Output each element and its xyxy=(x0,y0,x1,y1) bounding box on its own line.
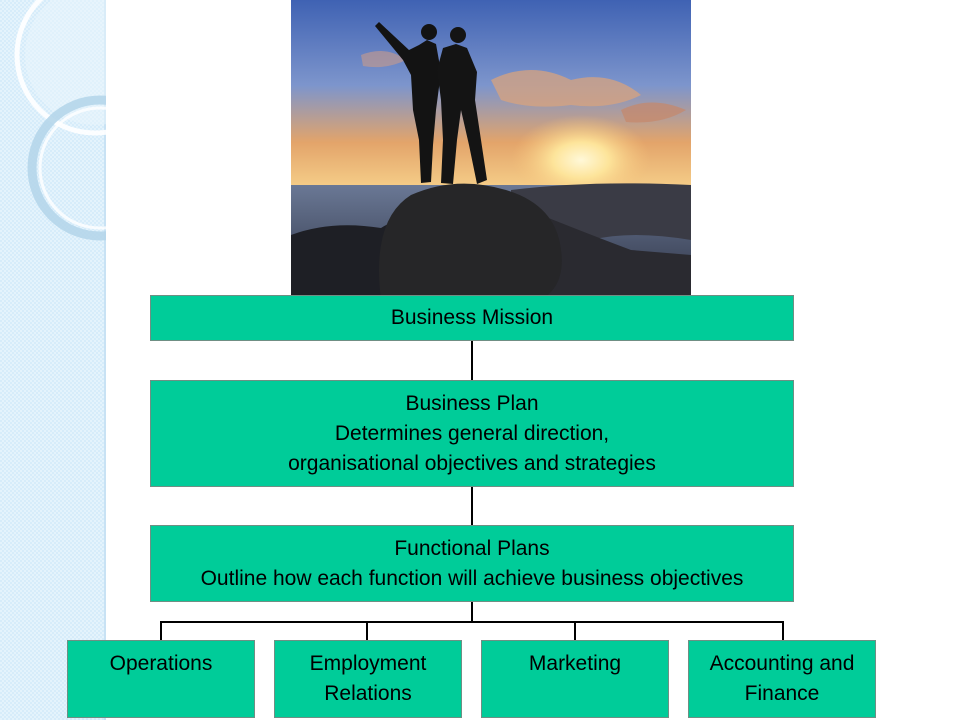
operations-label: Operations xyxy=(109,652,213,675)
connector-to-marketing xyxy=(574,621,576,641)
employment-relations-line2: Relations xyxy=(324,682,412,705)
connector-functional-down xyxy=(471,601,473,622)
employment-relations-box: Employment Relations xyxy=(274,640,462,718)
connector-plan-to-functional xyxy=(471,486,473,526)
business-plan-box: Business Plan Determines general directi… xyxy=(150,380,794,487)
business-mission-box: Business Mission xyxy=(150,295,794,341)
business-plan-title: Business Plan xyxy=(405,391,539,415)
functional-plans-title: Functional Plans xyxy=(394,536,550,560)
connector-horizontal-bus xyxy=(160,621,784,623)
connector-to-operations xyxy=(160,621,162,641)
functional-plans-line2: Outline how each function will achieve b… xyxy=(200,566,744,590)
business-mission-label: Business Mission xyxy=(390,306,554,329)
sidebar-decoration xyxy=(0,0,106,720)
accounting-finance-line1: Accounting and xyxy=(709,652,855,675)
employment-relations-line1: Employment xyxy=(309,652,427,675)
circle-decoration-icon xyxy=(14,0,106,241)
business-plan-line3: organisational objectives and strategies xyxy=(288,451,656,475)
functional-plans-box: Functional Plans Outline how each functi… xyxy=(150,525,794,602)
connector-to-employment xyxy=(366,621,368,641)
marketing-box: Marketing xyxy=(481,640,669,718)
accounting-finance-box: Accounting and Finance xyxy=(688,640,876,718)
accounting-finance-line2: Finance xyxy=(744,682,820,705)
business-plan-line2: Determines general direction, xyxy=(334,421,610,445)
connector-mission-to-plan xyxy=(471,340,473,380)
marketing-label: Marketing xyxy=(528,652,622,675)
connector-to-accounting xyxy=(782,621,784,641)
sunset-photo xyxy=(291,0,691,300)
operations-box: Operations xyxy=(67,640,255,718)
